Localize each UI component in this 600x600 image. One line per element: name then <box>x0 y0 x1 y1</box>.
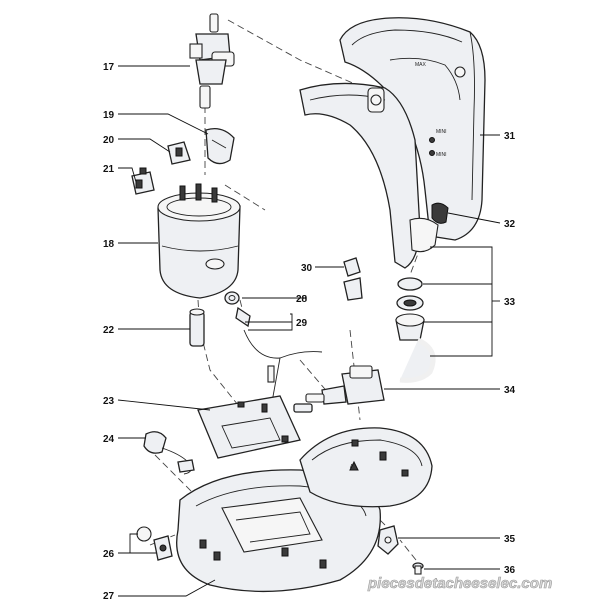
part-28-seal <box>224 291 240 305</box>
part-17-valve <box>189 13 235 109</box>
callout-21: 21 <box>103 164 115 175</box>
callout-20: 20 <box>103 135 115 146</box>
part-20-cap <box>167 141 191 165</box>
one-cup-marking: MINI <box>436 129 447 135</box>
callout-17: 17 <box>103 62 115 73</box>
callout-30: 30 <box>301 263 313 274</box>
callout-33: 33 <box>504 297 516 308</box>
part-18-boiler <box>157 183 241 299</box>
callout-22: 22 <box>103 325 115 336</box>
callout-34: 34 <box>504 385 516 396</box>
callout-26: 26 <box>103 549 115 560</box>
callout-23: 23 <box>103 396 115 407</box>
callout-27: 27 <box>103 591 115 600</box>
callout-31: 31 <box>504 131 516 142</box>
callout-35: 35 <box>504 534 516 545</box>
base-upper-module: A <box>299 427 433 508</box>
part-22-tube <box>189 308 205 347</box>
part-24-switch <box>143 431 195 475</box>
callout-18: 18 <box>103 239 115 250</box>
part-32-front-piece: MINI MINI <box>299 82 449 269</box>
part-35-clip <box>377 525 399 555</box>
callout-24: 24 <box>103 434 115 445</box>
callout-36: 36 <box>504 565 516 576</box>
part-26-button <box>136 526 173 561</box>
callout-19: 19 <box>103 110 115 121</box>
part-23-circuit-board <box>197 395 301 459</box>
max-marking: MAX <box>415 62 427 68</box>
part-36-screw <box>412 562 424 575</box>
part-21-thermostat <box>131 167 155 195</box>
part-29-sensor-wire <box>235 306 323 413</box>
part-34-pump <box>305 365 385 405</box>
part-19-clip <box>205 127 235 165</box>
watermark-text: piecesdetacheeselec.com <box>367 575 552 592</box>
two-cup-marking: MINI <box>436 152 447 158</box>
callout-labels: 17 19 20 21 18 30 28 29 22 33 31 32 34 2… <box>103 62 516 600</box>
part-30-connector <box>343 257 363 301</box>
callout-32: 32 <box>504 219 516 230</box>
part-33-seal-assembly <box>395 277 436 383</box>
callout-29: 29 <box>296 318 308 329</box>
callout-leaders <box>117 65 501 597</box>
callout-28: 28 <box>296 294 308 305</box>
